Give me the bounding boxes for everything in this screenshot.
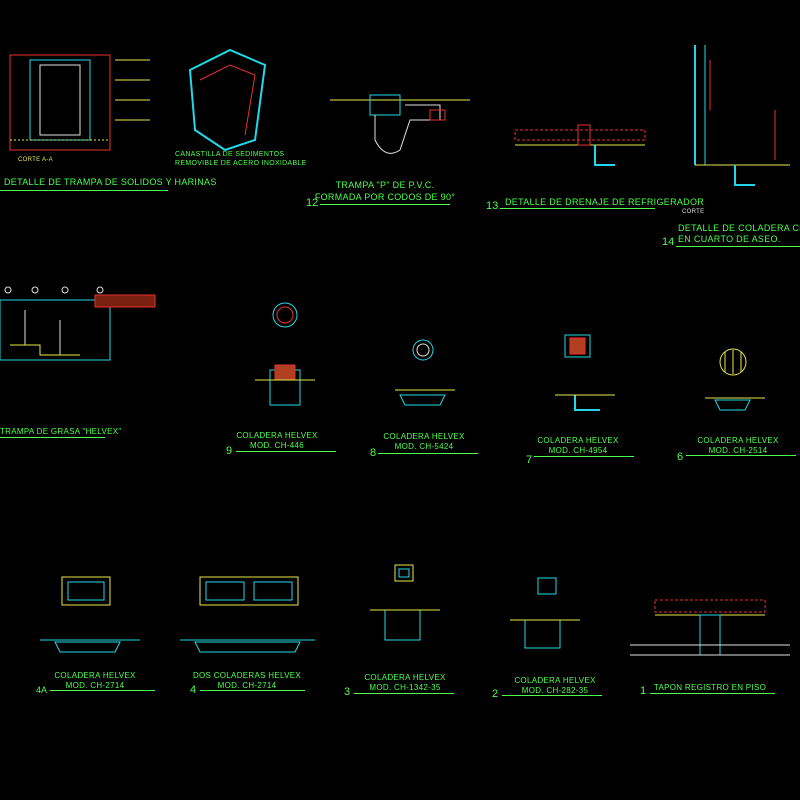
title-ch5424-2: MOD. CH-5424	[394, 442, 454, 451]
title-underline	[320, 204, 450, 205]
drawing-ch282	[510, 577, 580, 649]
title-dos-ch2714-1: DOS COLADERAS HELVEX	[192, 671, 302, 680]
title-ch4954-2: MOD. CH-4954	[548, 446, 608, 455]
drawing-trampa-grasa	[0, 286, 156, 361]
title-solidos: DETALLE DE TRAMPA DE SOLIDOS Y HARINAS	[4, 177, 217, 187]
detail-number: 2	[492, 688, 499, 700]
title-underline	[354, 693, 454, 694]
title-dos-ch2714-2: MOD. CH-2714	[217, 681, 277, 690]
title-underline	[0, 437, 105, 438]
title-underline	[0, 190, 168, 191]
title-canastilla-2: REMOVIBLE DE ACERO INOXIDABLE	[175, 160, 307, 167]
drawing-trampa-p	[330, 94, 470, 154]
detail-number: 1	[640, 685, 647, 697]
detail-number: 9	[226, 445, 233, 457]
detail-number: 8	[370, 447, 377, 459]
cut-label-aseo: CORTE	[682, 209, 705, 215]
drawing-dos-ch2714	[180, 576, 315, 653]
title-ch4954-1: COLADERA HELVEX	[537, 436, 619, 445]
title-underline	[686, 455, 796, 456]
drawing-refrigerador	[514, 124, 646, 166]
detail-number: 12	[306, 197, 319, 209]
detail-number: 4	[190, 684, 197, 696]
title-ch2714-2: MOD. CH-2714	[65, 681, 125, 690]
drawing-ch1342	[370, 564, 440, 641]
title-ch2714-1: COLADERA HELVEX	[54, 671, 136, 680]
drawing-ch2514-aseo	[694, 45, 790, 186]
title-underline	[50, 690, 155, 691]
title-underline	[676, 246, 800, 247]
detail-number: 14	[662, 236, 675, 248]
title-ch5424-1: COLADERA HELVEX	[383, 432, 465, 441]
title-trampa-p-1: TRAMPA "P" DE P.V.C.	[335, 180, 435, 190]
title-ch2514-2: MOD. CH-2514	[708, 446, 768, 455]
title-underline	[378, 453, 478, 454]
drawing-ch4954	[555, 334, 615, 411]
title-ch446-2: MOD. CH-446	[250, 441, 304, 450]
title-underline	[650, 693, 775, 694]
title-tapon: TAPON REGISTRO EN PISO	[653, 683, 767, 692]
title-ch446-1: COLADERA HELVEX	[236, 431, 318, 440]
detail-number: 13	[486, 200, 499, 212]
drawing-ch5424	[395, 339, 455, 406]
drawing-trampa-solidos	[9, 54, 150, 151]
title-aseo-2: EN CUARTO DE ASEO.	[678, 234, 781, 244]
drawing-ch2714	[40, 576, 140, 653]
title-ch282-1: COLADERA HELVEX	[514, 676, 596, 685]
title-trampa-p-2: FORMADA POR CODOS DE 90°	[314, 192, 456, 202]
cut-label-solidos: CORTE A-A	[18, 157, 53, 163]
title-underline	[534, 456, 634, 457]
drawing-tapon	[630, 599, 790, 656]
title-ch1342-1: COLADERA HELVEX	[364, 673, 446, 682]
drawing-ch2514	[705, 348, 765, 411]
detail-number: 3	[344, 686, 351, 698]
title-underline	[236, 451, 336, 452]
title-underline	[500, 208, 655, 209]
title-ch282-2: MOD. CH-282-35	[521, 686, 589, 695]
title-underline	[200, 690, 305, 691]
drawing-ch446	[255, 302, 315, 406]
title-ch1342-2: MOD. CH-1342-35	[369, 683, 441, 692]
detail-number: 4A	[36, 685, 48, 695]
title-underline	[502, 695, 602, 696]
title-refrigerador: DETALLE DE DRENAJE DE REFRIGERADOR	[505, 197, 705, 207]
title-canastilla-1: CANASTILLA DE SEDIMENTOS	[175, 151, 285, 158]
drawing-canastilla	[188, 48, 267, 152]
title-grasa: TRAMPA DE GRASA "HELVEX"	[0, 427, 122, 436]
title-ch2514-1: COLADERA HELVEX	[697, 436, 779, 445]
detail-number: 7	[526, 454, 533, 466]
detail-number: 6	[677, 451, 684, 463]
title-aseo-1: DETALLE DE COLADERA CH-2514	[678, 223, 800, 233]
